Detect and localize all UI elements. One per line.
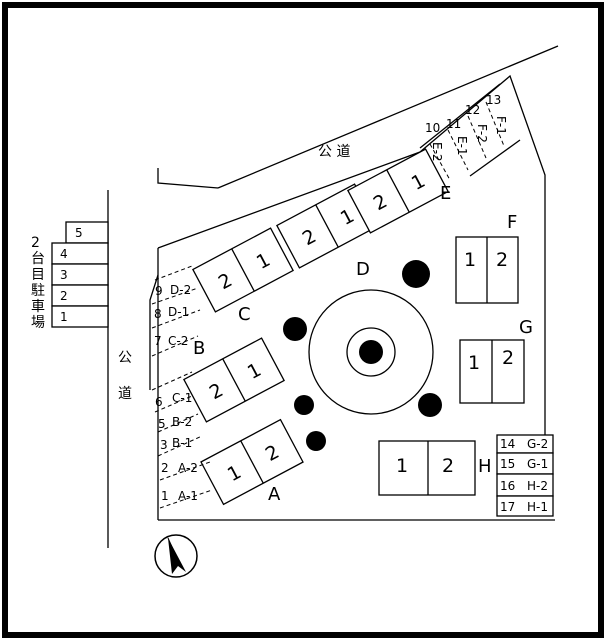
space-unit: E-2: [430, 142, 444, 162]
svg-text:台: 台: [31, 251, 45, 267]
space-unit: A-2: [178, 461, 198, 475]
tree-icon: [418, 393, 442, 417]
space-number: 6: [155, 395, 163, 409]
building-label-d: D: [356, 259, 370, 280]
building-b: 2 1: [183, 337, 285, 423]
tree-icon: [306, 431, 326, 451]
space-number: 3: [160, 438, 168, 452]
space-number: 16: [500, 479, 515, 493]
space-number: 12: [465, 103, 480, 117]
lot2-label-char: 2: [31, 235, 40, 251]
building-c: 2 1: [192, 227, 294, 313]
lot2-spot: [65, 221, 109, 244]
space-number: 7: [154, 334, 162, 348]
tree-icon: [283, 317, 307, 341]
building-label-e: E: [440, 183, 451, 204]
svg-text:目: 目: [31, 267, 45, 283]
building-g: 1 2 G: [459, 317, 533, 404]
building-label-g: G: [519, 317, 533, 338]
space-unit: B-1: [172, 436, 192, 450]
space-number: 13: [486, 93, 501, 107]
svg-text:場: 場: [31, 315, 45, 331]
tree-icon: [294, 395, 314, 415]
space-number: 2: [161, 461, 169, 475]
lot2-spot: [51, 305, 109, 328]
unit-label: 1: [468, 352, 480, 374]
building-e: 2 1: [347, 148, 449, 234]
road-label-left-1: 公: [118, 350, 132, 366]
unit-label: 1: [464, 249, 476, 271]
space-unit: G-2: [527, 437, 548, 451]
unit-label: 2: [442, 455, 454, 477]
site-boundary: [149, 74, 555, 521]
space-unit: F-2: [475, 124, 489, 143]
space-number: 17: [500, 500, 515, 514]
trees: [283, 260, 442, 451]
lot2-spot-number: 3: [60, 268, 68, 282]
unit-label: 1: [396, 455, 408, 477]
building-label-h: H: [478, 456, 492, 477]
svg-text:駐: 駐: [31, 283, 45, 299]
building-d: 2 1: [276, 183, 378, 269]
building-f: 1 2 F: [455, 212, 519, 304]
tree-icon: [359, 340, 383, 364]
space-number: 9: [155, 284, 163, 298]
space-number: 8: [154, 307, 162, 321]
public-road-top: 公 道: [157, 45, 559, 189]
space-unit: E-1: [455, 136, 469, 156]
space-unit: H-2: [527, 479, 548, 493]
space-unit: G-1: [527, 457, 548, 471]
unit-label: 2: [502, 347, 514, 369]
lot2-spot-number: 5: [75, 226, 83, 240]
lot2-spot-number: 4: [60, 247, 68, 261]
space-unit: A-1: [178, 489, 198, 503]
public-road-left: 公 道: [107, 190, 132, 548]
space-unit: C-2: [168, 334, 188, 348]
second-parking-lot: 2 台 目 駐 車 場 5 4 3 2 1: [31, 221, 109, 331]
space-unit: F-1: [494, 116, 508, 135]
svg-text:車: 車: [31, 298, 45, 315]
space-number: 1: [161, 489, 169, 503]
building-label-c: C: [238, 304, 251, 325]
parking-top: 10 11 12 13 E-2 E-1 F-2 F-1: [419, 83, 521, 181]
parking-right: 14 G-2 15 G-1 16 H-2 17 H-1: [496, 434, 554, 517]
building-a: 1 2: [200, 418, 304, 506]
building-h: 1 2 H: [378, 440, 492, 496]
unit-label: 2: [496, 249, 508, 271]
space-unit: D-2: [170, 283, 191, 297]
space-number: 14: [500, 437, 515, 451]
building-label-b: B: [193, 338, 205, 359]
space-unit: B-2: [172, 415, 192, 429]
tree-icon: [402, 260, 430, 288]
space-unit: C-1: [172, 391, 192, 405]
space-unit: D-1: [168, 305, 189, 319]
space-number: 10: [425, 121, 440, 135]
space-number: 15: [500, 457, 515, 471]
lot2-spot-number: 1: [60, 310, 68, 324]
lot2-spot-number: 2: [60, 289, 68, 303]
road-label-top: 公 道: [318, 144, 350, 160]
road-label-left-2: 道: [118, 386, 132, 402]
central-roundabout: [308, 289, 434, 415]
building-label-a: A: [268, 484, 281, 505]
space-number: 5: [158, 417, 166, 431]
parking-left: 1 A-1 2 A-2 3 B-1 5 B-2 6 C-1 7 C-2 8 D-…: [151, 265, 213, 509]
building-label-f: F: [507, 212, 517, 233]
space-unit: H-1: [527, 500, 548, 514]
space-number: 11: [446, 117, 461, 131]
north-arrow-icon: [154, 534, 198, 578]
